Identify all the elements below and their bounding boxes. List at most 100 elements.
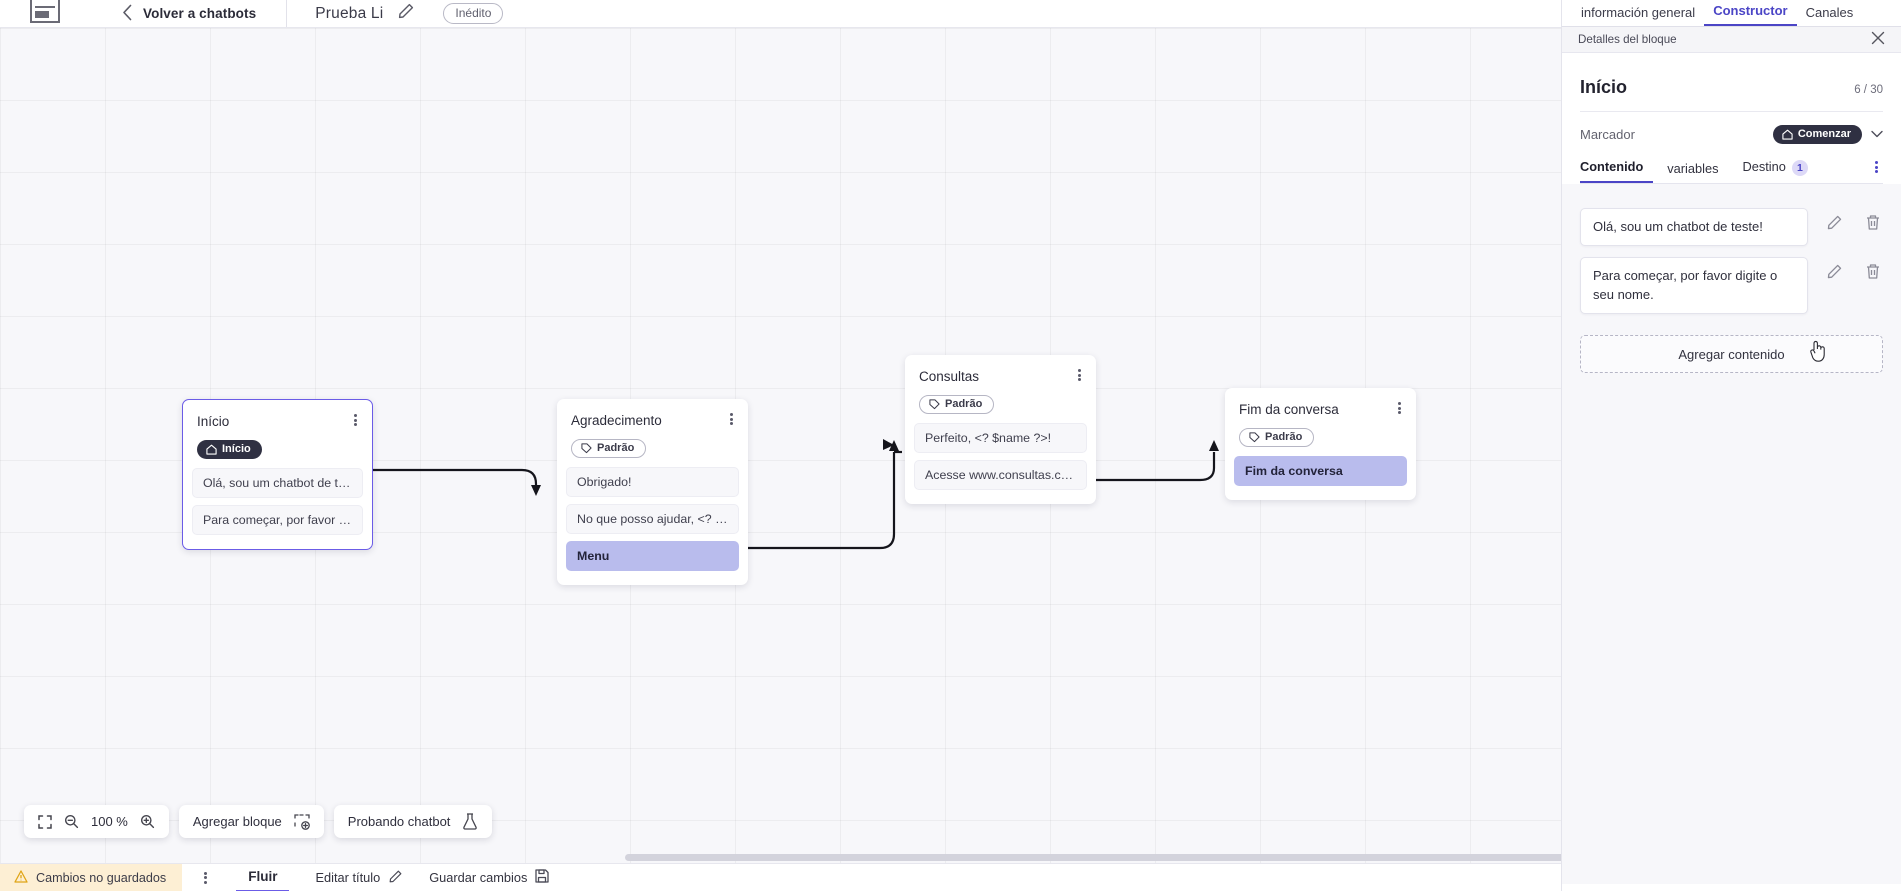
zoom-in-icon[interactable] bbox=[140, 814, 155, 829]
trash-icon[interactable] bbox=[1865, 263, 1881, 285]
tab-variables[interactable]: variables bbox=[1667, 161, 1719, 176]
save-changes-button[interactable]: Guardar cambios bbox=[429, 869, 550, 886]
node-message[interactable]: No que posso ajudar, <? $name ... bbox=[566, 503, 739, 534]
node-header: Início bbox=[183, 400, 372, 431]
flow-node-consultas[interactable]: Consultas Padrão Perfeito, <? $name ?>! … bbox=[905, 355, 1096, 504]
unsaved-changes-label: Cambios no guardados bbox=[36, 870, 167, 885]
zoom-out-icon[interactable] bbox=[64, 814, 79, 829]
tab-informacion-general[interactable]: información general bbox=[1581, 5, 1696, 20]
node-badge-row: Padrão bbox=[1225, 419, 1416, 456]
node-message[interactable]: Perfeito, <? $name ?>! bbox=[914, 422, 1087, 453]
node-badge-label: Início bbox=[222, 443, 251, 455]
content-text[interactable]: Para começar, por favor digite o seu nom… bbox=[1580, 257, 1808, 315]
node-badge-label: Padrão bbox=[1265, 431, 1303, 443]
edit-title-pencil-icon[interactable] bbox=[397, 2, 415, 25]
flow-canvas[interactable]: Início Início Olá, sou um chatbot de tes… bbox=[0, 28, 1561, 863]
node-header: Agradecimento bbox=[557, 399, 748, 430]
status-bar: Cambios no guardados Fluir Editar título… bbox=[0, 863, 1561, 891]
panel-top-tabs: información general Constructor Canales bbox=[1562, 0, 1901, 27]
add-content-button[interactable]: Agregar contenido bbox=[1580, 335, 1883, 374]
pencil-icon[interactable] bbox=[1826, 214, 1843, 236]
back-to-chatbots-link[interactable]: Volver a chatbots bbox=[143, 6, 257, 21]
node-message[interactable]: Olá, sou um chatbot de teste! bbox=[192, 467, 363, 498]
trash-icon[interactable] bbox=[1865, 214, 1881, 236]
panel-content-list: Olá, sou um chatbot de teste! Para começ… bbox=[1562, 184, 1901, 884]
scrollbar-thumb[interactable] bbox=[625, 854, 1561, 861]
save-disk-icon bbox=[535, 869, 550, 886]
content-item: Olá, sou um chatbot de teste! bbox=[1580, 208, 1883, 247]
node-badge-label: Padrão bbox=[945, 398, 983, 410]
edit-title-button[interactable]: Editar título bbox=[315, 869, 403, 887]
mouse-cursor-icon bbox=[1809, 338, 1829, 369]
node-header: Consultas bbox=[905, 355, 1096, 386]
node-kebab-icon[interactable] bbox=[1392, 400, 1406, 416]
topbar-divider bbox=[286, 0, 288, 27]
marker-label: Marcador bbox=[1580, 127, 1635, 142]
node-message[interactable]: Acesse www.consultas.com par... bbox=[914, 459, 1087, 490]
tab-fluir[interactable]: Fluir bbox=[236, 864, 290, 891]
tab-canales[interactable]: Canales bbox=[1805, 5, 1854, 20]
block-details-panel: información general Constructor Canales … bbox=[1561, 0, 1901, 891]
flask-icon bbox=[462, 813, 478, 830]
marker-control[interactable]: Comenzar bbox=[1772, 125, 1883, 144]
tag-icon bbox=[929, 398, 940, 409]
panel-subheader-title: Detalles del bloque bbox=[1578, 33, 1677, 46]
close-icon[interactable] bbox=[1871, 31, 1885, 49]
warning-triangle-icon bbox=[14, 869, 28, 886]
marker-value-badge[interactable]: Comenzar bbox=[1772, 125, 1862, 144]
content-actions bbox=[1808, 257, 1881, 285]
fit-screen-icon[interactable] bbox=[38, 814, 52, 829]
node-message[interactable]: Obrigado! bbox=[566, 466, 739, 497]
flow-node-fim-da-conversa[interactable]: Fim da conversa Padrão Fim da conversa bbox=[1225, 388, 1416, 500]
pencil-icon[interactable] bbox=[1826, 263, 1843, 285]
flow-node-agradecimento[interactable]: Agradecimento Padrão Obrigado! No que po… bbox=[557, 399, 748, 585]
zoom-controls: 100 % bbox=[24, 805, 169, 838]
tab-destino-label: Destino bbox=[1742, 159, 1786, 174]
panel-body: Início 6 / 30 Marcador Comenzar Contenid… bbox=[1562, 53, 1901, 184]
node-kebab-icon[interactable] bbox=[724, 411, 738, 427]
tab-constructor[interactable]: Constructor bbox=[1704, 3, 1797, 26]
node-title: Agradecimento bbox=[571, 413, 662, 428]
node-badge-row: Padrão bbox=[557, 430, 748, 467]
node-header: Fim da conversa bbox=[1225, 388, 1416, 419]
home-icon bbox=[1782, 129, 1793, 140]
node-message-menu[interactable]: Menu bbox=[566, 540, 739, 571]
add-block-button[interactable]: Agregar bloque bbox=[178, 805, 324, 838]
node-message[interactable]: Fim da conversa bbox=[1234, 455, 1407, 486]
content-item: Para começar, por favor digite o seu nom… bbox=[1580, 257, 1883, 315]
tab-destino-count: 1 bbox=[1791, 160, 1808, 176]
edit-title-label: Editar título bbox=[315, 870, 381, 885]
node-kebab-icon[interactable] bbox=[348, 412, 362, 428]
status-kebab-icon[interactable] bbox=[198, 870, 212, 886]
pencil-icon bbox=[388, 869, 403, 887]
tab-destino[interactable]: Destino 1 bbox=[1742, 159, 1817, 183]
node-message[interactable]: Para começar, por favor digite o ... bbox=[192, 504, 363, 535]
content-text[interactable]: Olá, sou um chatbot de teste! bbox=[1580, 208, 1808, 247]
app-logo[interactable] bbox=[28, 0, 62, 27]
unsaved-changes-indicator: Cambios no guardados bbox=[0, 863, 183, 891]
node-kebab-icon[interactable] bbox=[1072, 367, 1086, 383]
content-actions bbox=[1808, 208, 1881, 236]
char-counter: 6 / 30 bbox=[1854, 84, 1883, 96]
node-badge-row: Padrão bbox=[905, 386, 1096, 423]
panel-subheader: Detalles del bloque bbox=[1562, 27, 1901, 53]
flow-node-inicio[interactable]: Início Início Olá, sou um chatbot de tes… bbox=[182, 399, 373, 550]
panel-tabs-kebab-icon[interactable] bbox=[1869, 159, 1883, 175]
tab-contenido[interactable]: Contenido bbox=[1580, 159, 1654, 183]
via-logo-icon bbox=[30, 0, 60, 23]
top-bar: Volver a chatbots Prueba Li Inédito bbox=[0, 0, 1561, 28]
test-chatbot-button[interactable]: Probando chatbot bbox=[333, 805, 493, 838]
chevron-down-icon[interactable] bbox=[1871, 129, 1883, 141]
tag-icon bbox=[1249, 431, 1260, 442]
status-badge: Inédito bbox=[443, 3, 504, 24]
node-badge-start: Início bbox=[197, 440, 262, 459]
home-icon bbox=[206, 444, 217, 455]
project-title: Prueba Li bbox=[315, 4, 384, 22]
node-badge-label: Padrão bbox=[597, 442, 635, 454]
flow-edges bbox=[373, 439, 1219, 550]
canvas-horizontal-scrollbar[interactable] bbox=[0, 852, 1561, 863]
back-chevron-icon[interactable] bbox=[122, 4, 133, 24]
zoom-level: 100 % bbox=[91, 814, 128, 829]
node-badge-default: Padrão bbox=[571, 439, 647, 458]
